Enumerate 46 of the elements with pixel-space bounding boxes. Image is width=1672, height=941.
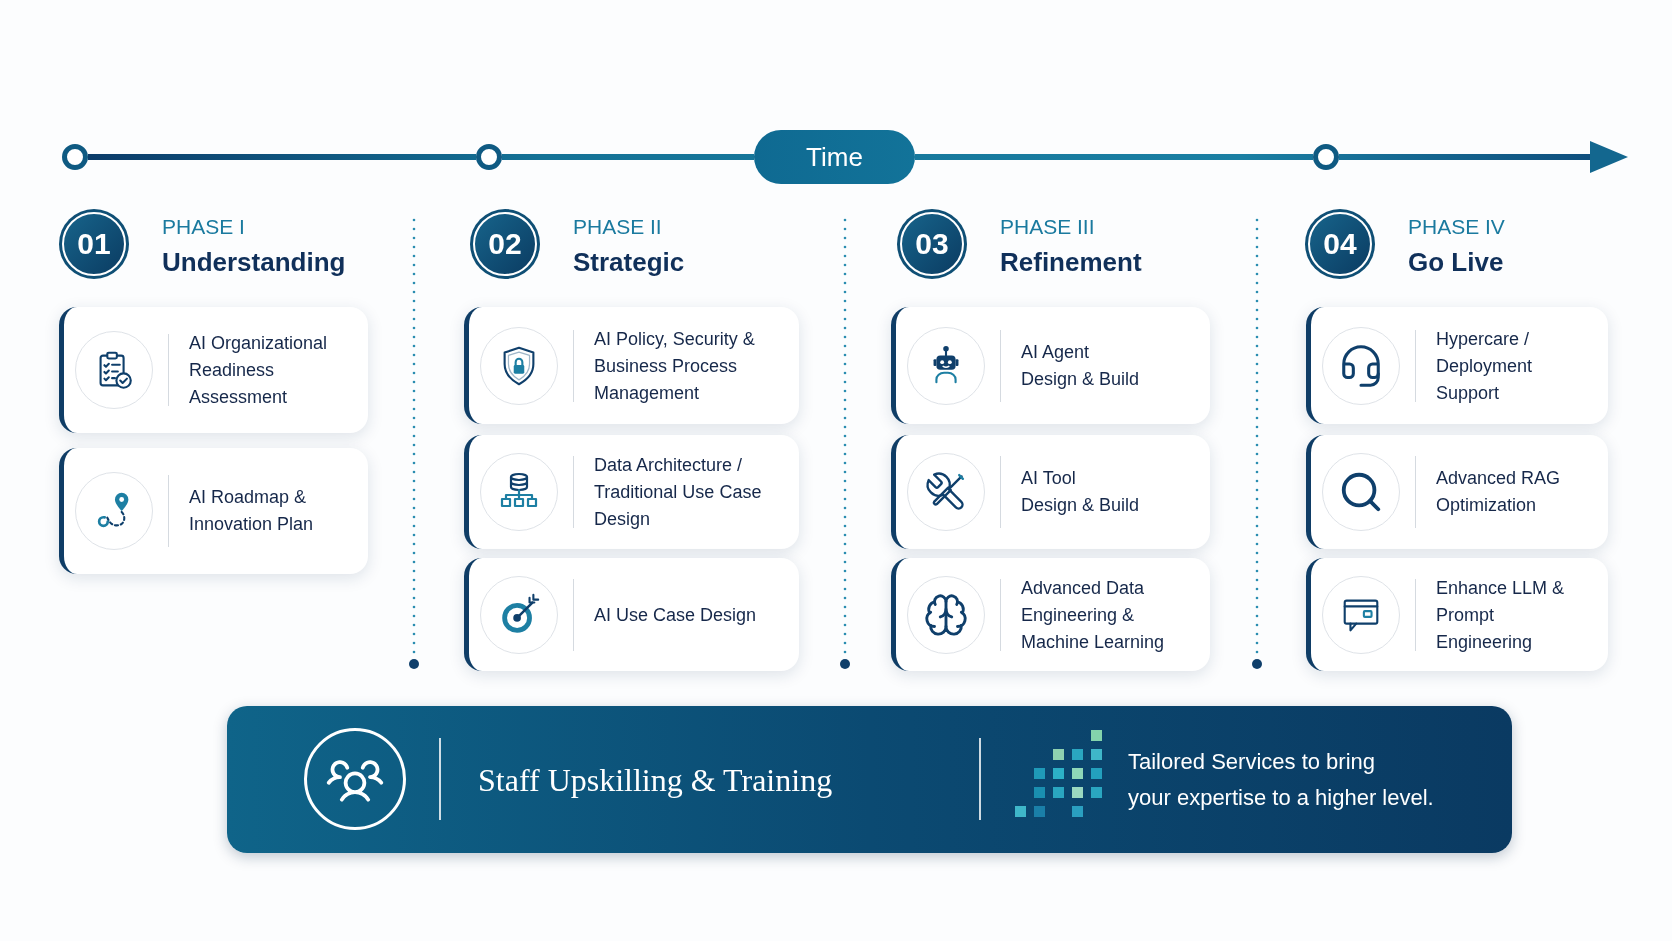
timeline-marker <box>62 144 88 170</box>
service-name: Hypercare / Deployment Support <box>1436 327 1534 405</box>
service-card <box>464 435 799 549</box>
phase-title: Refinement <box>1000 246 1142 279</box>
phase-title: Understanding <box>162 246 346 279</box>
service-name: Data Architecture / Traditional Use Case Design <box>594 453 763 531</box>
service-card <box>464 307 799 424</box>
phase-label: PHASE I <box>162 214 246 240</box>
phase-number: 01 <box>77 227 111 261</box>
phase-label: PHASE III <box>1000 214 1096 240</box>
phase-number: 04 <box>1323 227 1357 261</box>
service-card <box>1306 307 1608 424</box>
training-banner <box>227 706 1512 853</box>
service-card <box>1306 558 1608 671</box>
timeline-marker <box>476 144 502 170</box>
timeline-line <box>502 154 754 160</box>
timeline-line <box>88 154 476 160</box>
service-name: AI Tool Design & Build <box>1021 467 1141 517</box>
phase-number: 03 <box>915 227 949 261</box>
phase-title: Go Live <box>1408 246 1505 279</box>
service-card <box>59 307 368 433</box>
service-card <box>891 435 1210 549</box>
banner-tagline: Tailored Services to bring your expertise to a higher level. <box>1128 748 1434 812</box>
service-card <box>891 558 1210 671</box>
service-name: Enhance LLM & Prompt Engineering <box>1436 576 1566 654</box>
timeline-marker <box>1313 144 1339 170</box>
service-name: AI Agent Design & Build <box>1021 340 1141 391</box>
banner-title: Staff Upskilling & Training <box>478 760 833 800</box>
service-name: AI Use Case Design <box>594 603 758 627</box>
phase-label: PHASE IV <box>1408 214 1505 240</box>
phase-title: Strategic <box>573 246 685 279</box>
service-name: Advanced Data Engineering & Machine Learning <box>1021 576 1166 654</box>
service-name: AI Roadmap & Innovation Plan <box>189 486 315 536</box>
phase-number: 02 <box>488 227 522 261</box>
service-card <box>59 448 368 574</box>
service-card <box>891 307 1210 424</box>
timeline-line <box>915 154 1313 160</box>
time-pill <box>754 130 915 184</box>
service-name: Advanced RAG Optimization <box>1436 467 1562 517</box>
service-card <box>464 558 799 671</box>
service-name: AI Policy, Security & Business Process Management <box>594 327 756 405</box>
phase-label: PHASE II <box>573 214 663 240</box>
time-label: Time <box>806 141 863 173</box>
service-card <box>1306 435 1608 549</box>
service-name: AI Organizational Readiness Assessment <box>189 331 329 409</box>
timeline-arrow <box>1339 141 1628 173</box>
